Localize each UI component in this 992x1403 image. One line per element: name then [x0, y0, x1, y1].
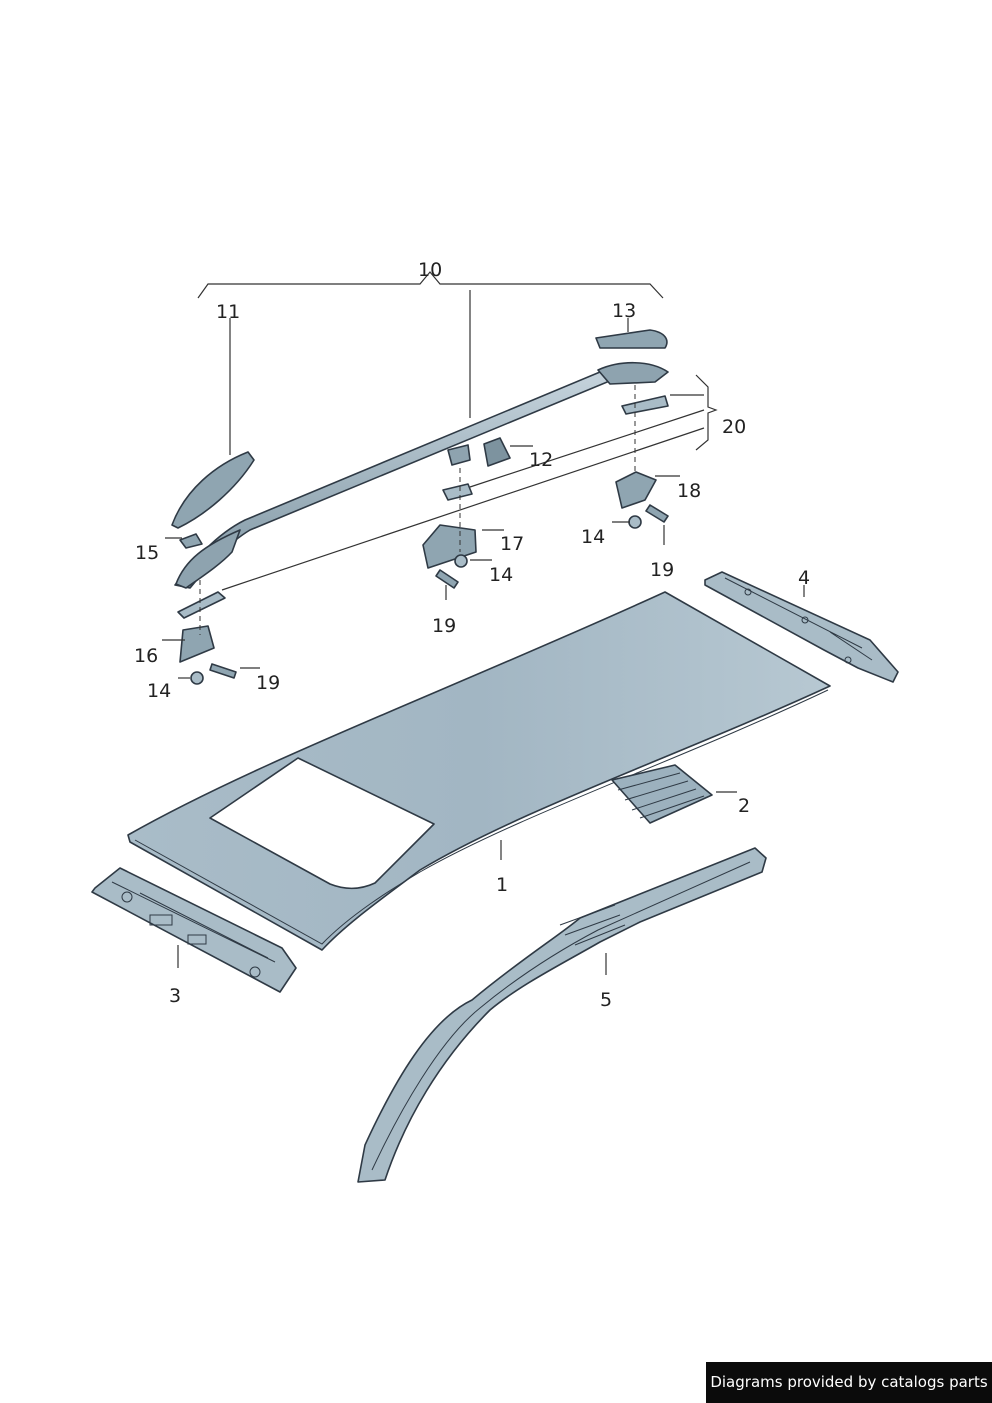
credit-banner: Diagrams provided by catalogs parts [706, 1362, 992, 1403]
callout-19-rear: 19 [650, 559, 674, 581]
callout-14-rear: 14 [581, 526, 605, 548]
pad-rear [621, 395, 669, 415]
front-cross-member [91, 867, 297, 993]
middle-cover [483, 437, 511, 467]
rear-end-cap [595, 329, 668, 349]
roof-rail [174, 361, 669, 589]
middle-bracket [422, 524, 477, 569]
callout-2: 2 [738, 795, 750, 817]
rear-cross-member [704, 571, 899, 683]
front-bracket [179, 625, 215, 663]
callout-3: 3 [169, 985, 181, 1007]
roof-bow-stack [611, 764, 713, 824]
callout-13: 13 [612, 300, 636, 322]
callout-labels: 1 2 3 4 5 10 11 12 13 14 14 14 15 16 17 … [134, 259, 810, 1011]
callout-15: 15 [135, 542, 159, 564]
pad-mid [442, 483, 473, 501]
roof-panel [127, 591, 831, 951]
front-clip [179, 533, 203, 549]
callout-4: 4 [798, 567, 810, 589]
sunroof-opening [209, 757, 435, 890]
bracket-10 [197, 271, 664, 299]
bolt-rear [645, 504, 669, 523]
bolt-front [209, 663, 237, 679]
callout-12: 12 [529, 449, 553, 471]
mid-rail-foot [447, 444, 471, 466]
callout-20: 20 [722, 416, 746, 438]
leader-lines [162, 271, 805, 975]
callout-14-mid: 14 [489, 564, 513, 586]
callout-19-mid: 19 [432, 615, 456, 637]
callout-10: 10 [418, 259, 442, 281]
callout-5: 5 [600, 989, 612, 1011]
bracket-20 [695, 374, 718, 451]
front-end-cap [171, 451, 255, 529]
nut-rear [628, 515, 642, 529]
side-roof-frame [357, 847, 767, 1183]
nut-front [190, 671, 204, 685]
callout-18: 18 [677, 480, 701, 502]
callout-17: 17 [500, 533, 524, 555]
callout-1: 1 [496, 874, 508, 896]
rear-bracket [615, 471, 657, 509]
bolt-mid [435, 569, 459, 589]
alignment-lines [199, 385, 636, 635]
nut-mid [454, 554, 468, 568]
callout-19-front: 19 [256, 672, 280, 694]
pad-front [177, 591, 226, 619]
callout-11: 11 [216, 301, 240, 323]
callout-14-front: 14 [147, 680, 171, 702]
callout-16: 16 [134, 645, 158, 667]
